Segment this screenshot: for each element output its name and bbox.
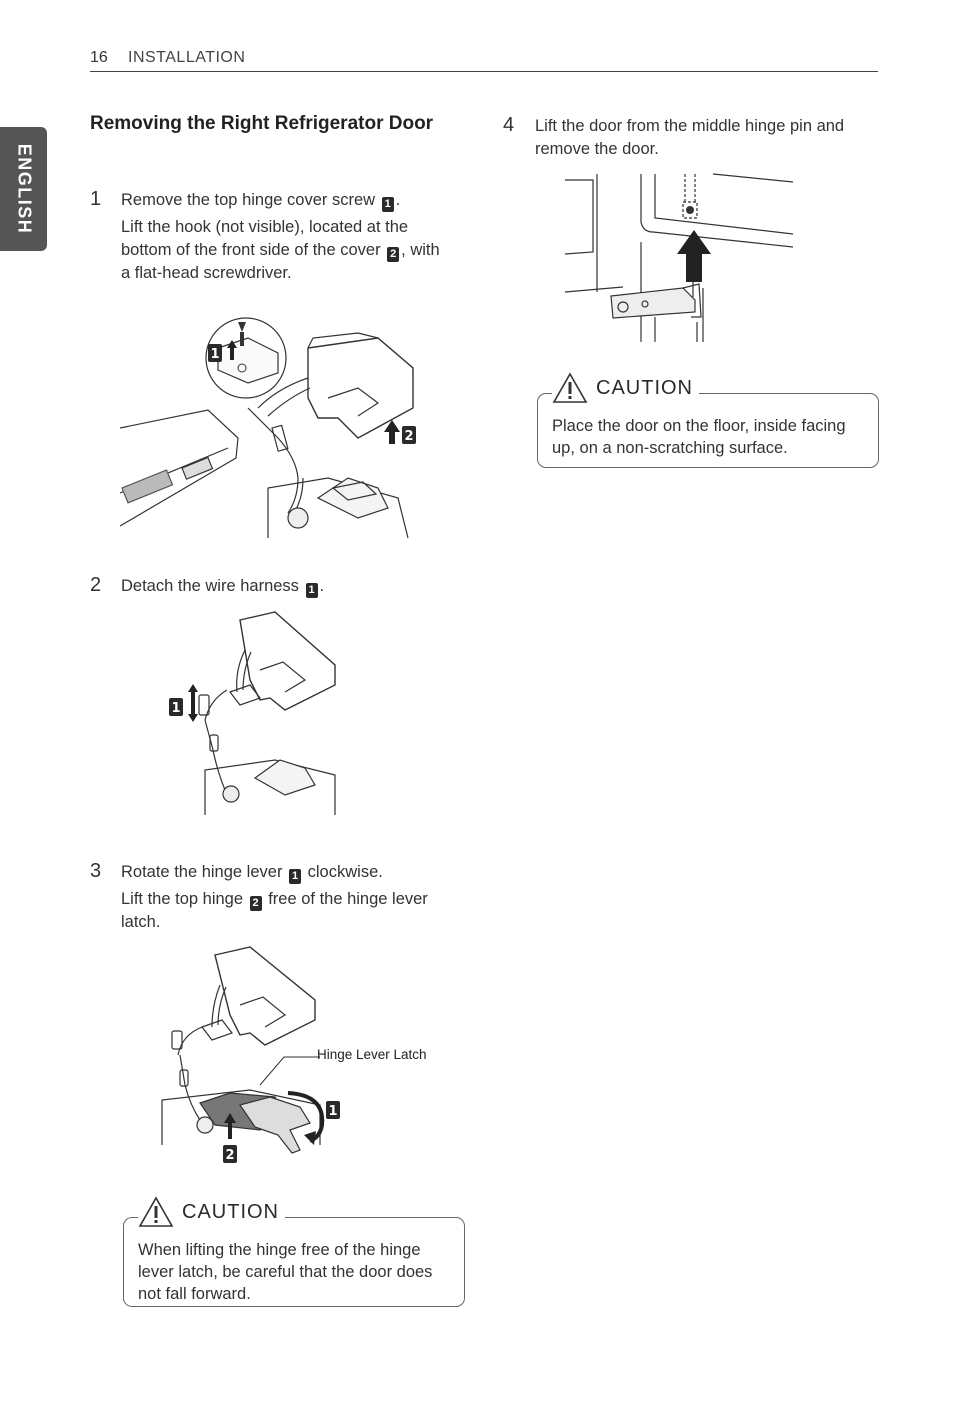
- caution-title-1: CAUTION: [138, 1196, 285, 1228]
- up-arrow-icon: [224, 1113, 236, 1139]
- language-tab: ENGLISH: [0, 127, 47, 251]
- figure-middle-hinge: [564, 173, 794, 342]
- fig1-badge-1: 1: [210, 347, 219, 362]
- caution-box-2: CAUTION Place the door on the floor, ins…: [537, 372, 879, 468]
- caution-box-1: CAUTION When lifting the hinge free of t…: [123, 1196, 465, 1307]
- step-number-3: 3: [90, 860, 102, 882]
- fig3-badge-2: 2: [225, 1148, 234, 1163]
- step-1-text: Remove the top hinge cover screw 1. Lift…: [121, 189, 451, 285]
- caution-title-2: CAUTION: [552, 372, 699, 404]
- figure-wire-harness: 1: [169, 611, 336, 815]
- fig1-badge-2: 2: [404, 429, 413, 444]
- up-arrow-icon: [677, 230, 711, 282]
- warning-triangle-icon: [138, 1196, 174, 1227]
- caution-text-1: When lifting the hinge free of the hinge…: [138, 1241, 433, 1303]
- figure-hinge-lever: 1 2: [161, 946, 340, 1163]
- step-2-text: Detach the wire harness 1.: [121, 577, 325, 598]
- step-1-line-2: Lift the hook (not visible), located at …: [121, 218, 440, 282]
- caution-text-2: Place the door on the floor, inside faci…: [552, 417, 846, 457]
- step-1-line-1: Remove the top hinge cover screw 1.: [121, 191, 401, 212]
- up-arrow-icon: [188, 684, 198, 722]
- section-title: INSTALLATION: [128, 49, 246, 66]
- step-number-4: 4: [503, 114, 515, 136]
- fig3-badge-1: 1: [328, 1104, 337, 1119]
- badge-1: 1: [381, 197, 394, 212]
- badge-2: 2: [387, 247, 400, 262]
- badge-2: 2: [249, 896, 262, 911]
- page-number: 16: [90, 49, 108, 66]
- figure-hinge-cover-removal: 1 2: [119, 317, 416, 539]
- badge-1: 1: [289, 869, 302, 884]
- rotate-arrow-icon: [287, 1091, 325, 1145]
- page-title: Removing the Right Refrigerator Door: [90, 113, 434, 134]
- step-number-2: 2: [90, 574, 102, 596]
- step-3-text: Rotate the hinge lever 1 clockwise. Lift…: [121, 863, 428, 931]
- badge-1: 1: [305, 583, 318, 598]
- up-arrow-icon: [227, 340, 400, 444]
- step-4-text: Lift the door from the middle hinge pin …: [535, 117, 845, 158]
- language-tab-label: ENGLISH: [14, 143, 34, 235]
- step-number-1: 1: [90, 188, 102, 210]
- page-header: 16 INSTALLATION: [90, 49, 878, 72]
- fig2-badge-1: 1: [171, 701, 180, 716]
- hinge-lever-latch-label: Hinge Lever Latch: [317, 1047, 427, 1062]
- warning-triangle-icon: [552, 372, 588, 403]
